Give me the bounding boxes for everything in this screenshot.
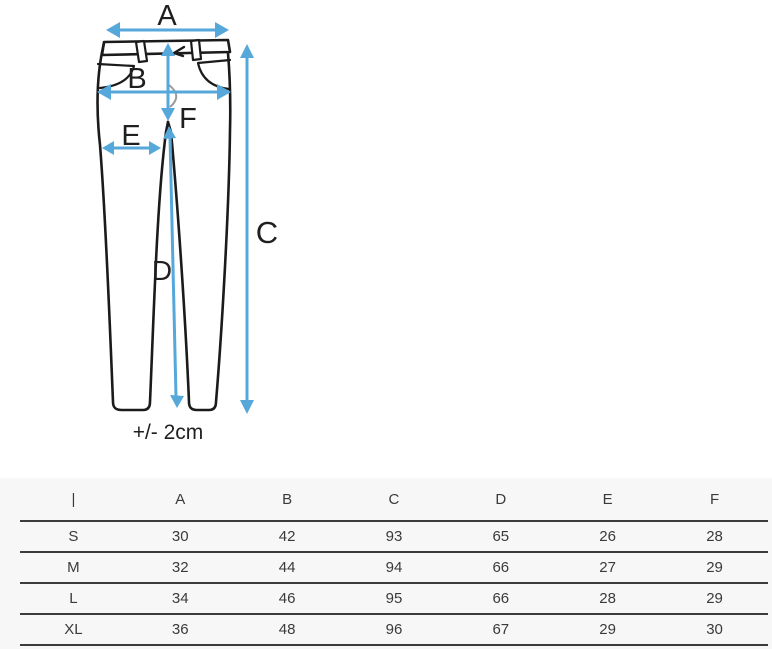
col-header-a: A [126,478,234,522]
col-header-b: B [233,478,341,522]
table-row-xl: XL 36 48 96 67 29 30 [20,614,768,646]
size-table: | A B C D E F S 30 42 93 65 26 28 [20,478,768,646]
col-header-c: C [340,478,448,522]
cell-value: 42 [233,521,341,553]
cell-value: 28 [661,521,768,553]
size-label: XL [20,614,127,646]
cell-value: 30 [661,614,768,646]
measure-arrow-d [163,126,184,408]
measure-label-d: D [152,255,172,286]
cell-value: 32 [126,552,234,584]
cell-value: 28 [554,583,662,615]
cell-value: 93 [340,521,448,553]
size-table-section: | A B C D E F S 30 42 93 65 26 28 [0,478,772,649]
cell-value: 48 [233,614,341,646]
left-pocket [96,62,136,90]
measurement-arrows [97,22,254,414]
cell-value: 27 [554,552,662,584]
cell-value: 95 [340,583,448,615]
cell-value: 26 [554,521,662,553]
measure-label-e: E [121,120,140,152]
pants-outline [96,38,232,412]
belt-loop-right [189,38,203,62]
cell-value: 65 [447,521,555,553]
fly-stitch-curve [168,84,178,108]
measure-label-f: F [179,103,197,135]
button-mark [172,45,186,58]
size-label: M [20,552,127,584]
cell-value: 36 [126,614,234,646]
pants-diagram-svg: A B F E C D +/- 2cm [96,0,278,444]
col-header-e: E [554,478,662,522]
cell-value: 46 [233,583,341,615]
cell-value: 96 [340,614,448,646]
size-label: L [20,583,127,615]
measure-label-c: C [256,215,278,250]
table-row-m: M 32 44 94 66 27 29 [20,552,768,584]
right-pocket [196,58,232,91]
col-header-d: D [447,478,555,522]
right-leg-outline [166,51,232,412]
measure-label-b: B [127,63,146,95]
cell-value: 94 [340,552,448,584]
measure-label-a: A [157,0,177,32]
cell-value: 44 [233,552,341,584]
cell-value: 34 [126,583,234,615]
measure-arrow-c [240,44,254,414]
cell-value: 29 [661,552,768,584]
cell-value: 66 [447,583,555,615]
cell-value: 30 [126,521,234,553]
measure-arrow-a [106,22,229,38]
table-row-l: L 34 46 95 66 28 29 [20,583,768,615]
size-label: S [20,521,127,553]
cell-value: 29 [554,614,662,646]
col-header-f: F [661,478,768,522]
measure-arrow-b [97,84,231,100]
cell-value: 66 [447,552,555,584]
table-row-s: S 30 42 93 65 26 28 [20,521,768,553]
belt-loop-left [134,39,149,64]
tolerance-note: +/- 2cm [133,421,204,444]
size-table-corner: | [20,478,127,522]
cell-value: 67 [447,614,555,646]
left-leg-outline [96,41,170,412]
measure-arrow-f [161,43,175,121]
measure-arrow-e [102,141,161,155]
cell-value: 29 [661,583,768,615]
size-table-header-row: | A B C D E F [20,478,768,522]
pants-measurement-diagram: A B F E C D +/- 2cm [96,0,278,444]
